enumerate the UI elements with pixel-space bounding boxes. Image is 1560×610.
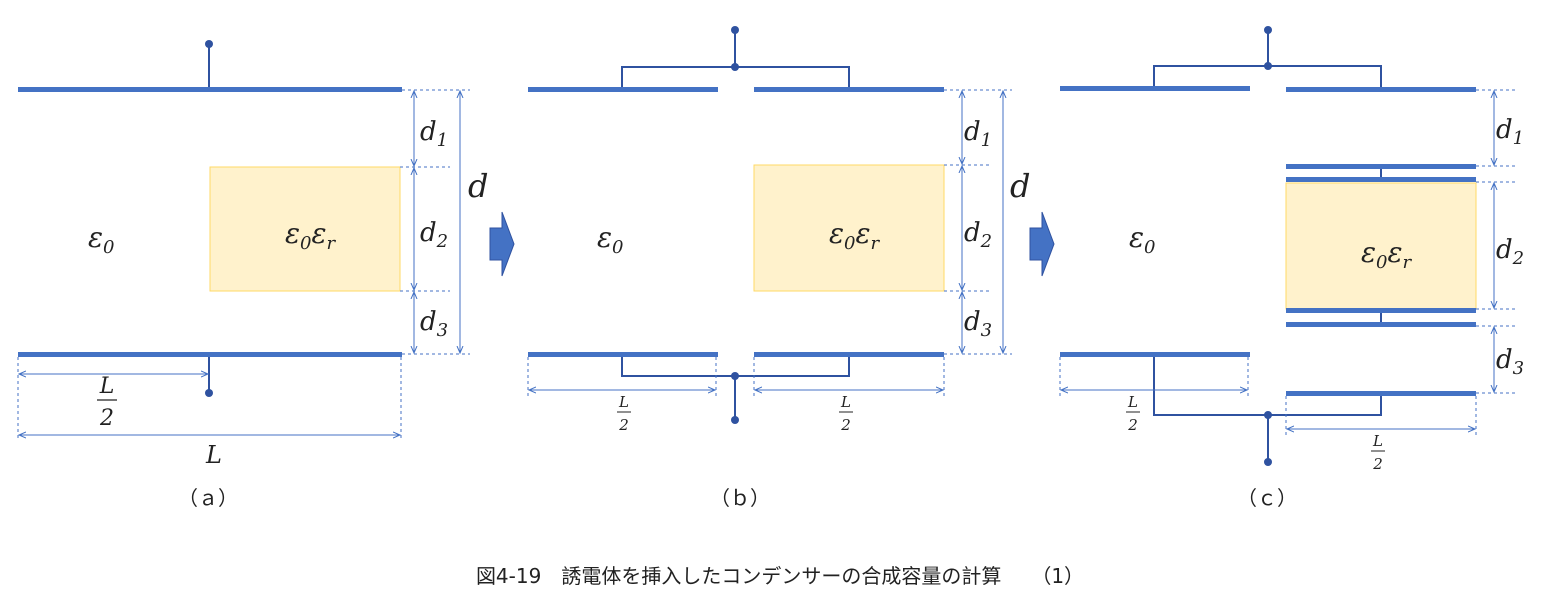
dielectric-block xyxy=(1285,182,1477,310)
d1-label: d1 xyxy=(420,117,448,151)
inner-plate xyxy=(1286,164,1476,169)
half-left-denominator: 2 xyxy=(1127,416,1138,434)
d3-label: d3 xyxy=(964,307,992,341)
top-plate xyxy=(18,87,402,92)
d3-label: d3 xyxy=(1496,345,1524,379)
panel-b: ε0 ε0εr d1 d2 d3 d L 2 L 2 （ｂ） xyxy=(527,26,1030,510)
dielectric-block xyxy=(209,166,401,292)
eps-outer-label: ε0 xyxy=(88,221,114,258)
d-total-label: d xyxy=(1010,167,1030,205)
bottom-plate xyxy=(18,352,402,357)
d2-label: d2 xyxy=(1496,235,1524,269)
d2-label: d2 xyxy=(420,218,448,252)
bottom-terminal xyxy=(1264,458,1272,466)
top-terminal xyxy=(1264,26,1272,34)
top-plate-left xyxy=(528,87,718,92)
half-right-denominator: 2 xyxy=(840,416,851,434)
inner-plate xyxy=(1286,308,1476,313)
top-plate-right xyxy=(1286,87,1476,92)
top-terminal xyxy=(205,40,213,48)
d3-label: d3 xyxy=(420,307,448,341)
top-plate-right xyxy=(754,87,944,92)
panel-c: ε0 ε0εr d1 d2 d3 L 2 L 2 （ｃ） xyxy=(1059,26,1524,510)
half-L-denominator: 2 xyxy=(99,406,114,431)
half-right-denominator: 2 xyxy=(1372,455,1383,473)
bottom-terminal xyxy=(731,416,739,424)
d-total-label: d xyxy=(468,167,488,205)
eps-outer-label: ε0 xyxy=(597,221,623,258)
top-plate-left xyxy=(1060,86,1250,91)
bottom-terminal xyxy=(205,389,213,397)
d2-label: d2 xyxy=(964,218,992,252)
bottom-plate-right xyxy=(754,352,944,357)
top-terminal xyxy=(731,26,739,34)
bottom-plate-left xyxy=(528,352,718,357)
bottom-plate-right xyxy=(1286,391,1476,396)
L-label: L xyxy=(205,441,222,469)
panel-a-label: （ａ） xyxy=(178,486,238,510)
inner-plate xyxy=(1286,177,1476,182)
half-left-numerator: L xyxy=(618,393,629,411)
d1-label: d1 xyxy=(1496,115,1524,149)
half-left-denominator: 2 xyxy=(618,416,629,434)
half-right-numerator: L xyxy=(1372,432,1383,450)
half-L-numerator: L xyxy=(99,374,115,399)
eps-inner-label: ε0εr xyxy=(829,217,881,254)
d1-label: d1 xyxy=(964,117,992,151)
panel-a: ε0 ε0εr d1 d2 d3 d L 2 L （ａ） xyxy=(17,40,488,510)
eps-inner-label: ε0εr xyxy=(285,217,337,254)
panel-b-label: （ｂ） xyxy=(710,486,770,510)
half-right-numerator: L xyxy=(840,393,851,411)
eps-outer-label: ε0 xyxy=(1129,221,1155,258)
dielectric-block xyxy=(753,164,945,292)
arrow-right-icon xyxy=(489,211,515,277)
inner-plate xyxy=(1286,322,1476,327)
panel-c-label: （ｃ） xyxy=(1237,486,1297,510)
eps-inner-label: ε0εr xyxy=(1361,236,1413,273)
arrow-right-icon xyxy=(1029,211,1055,277)
half-left-numerator: L xyxy=(1127,393,1138,411)
bottom-plate-left xyxy=(1060,352,1250,357)
figure-caption: 図4-19 誘電体を挿入したコンデンサーの合成容量の計算 （1） xyxy=(475,564,1085,588)
